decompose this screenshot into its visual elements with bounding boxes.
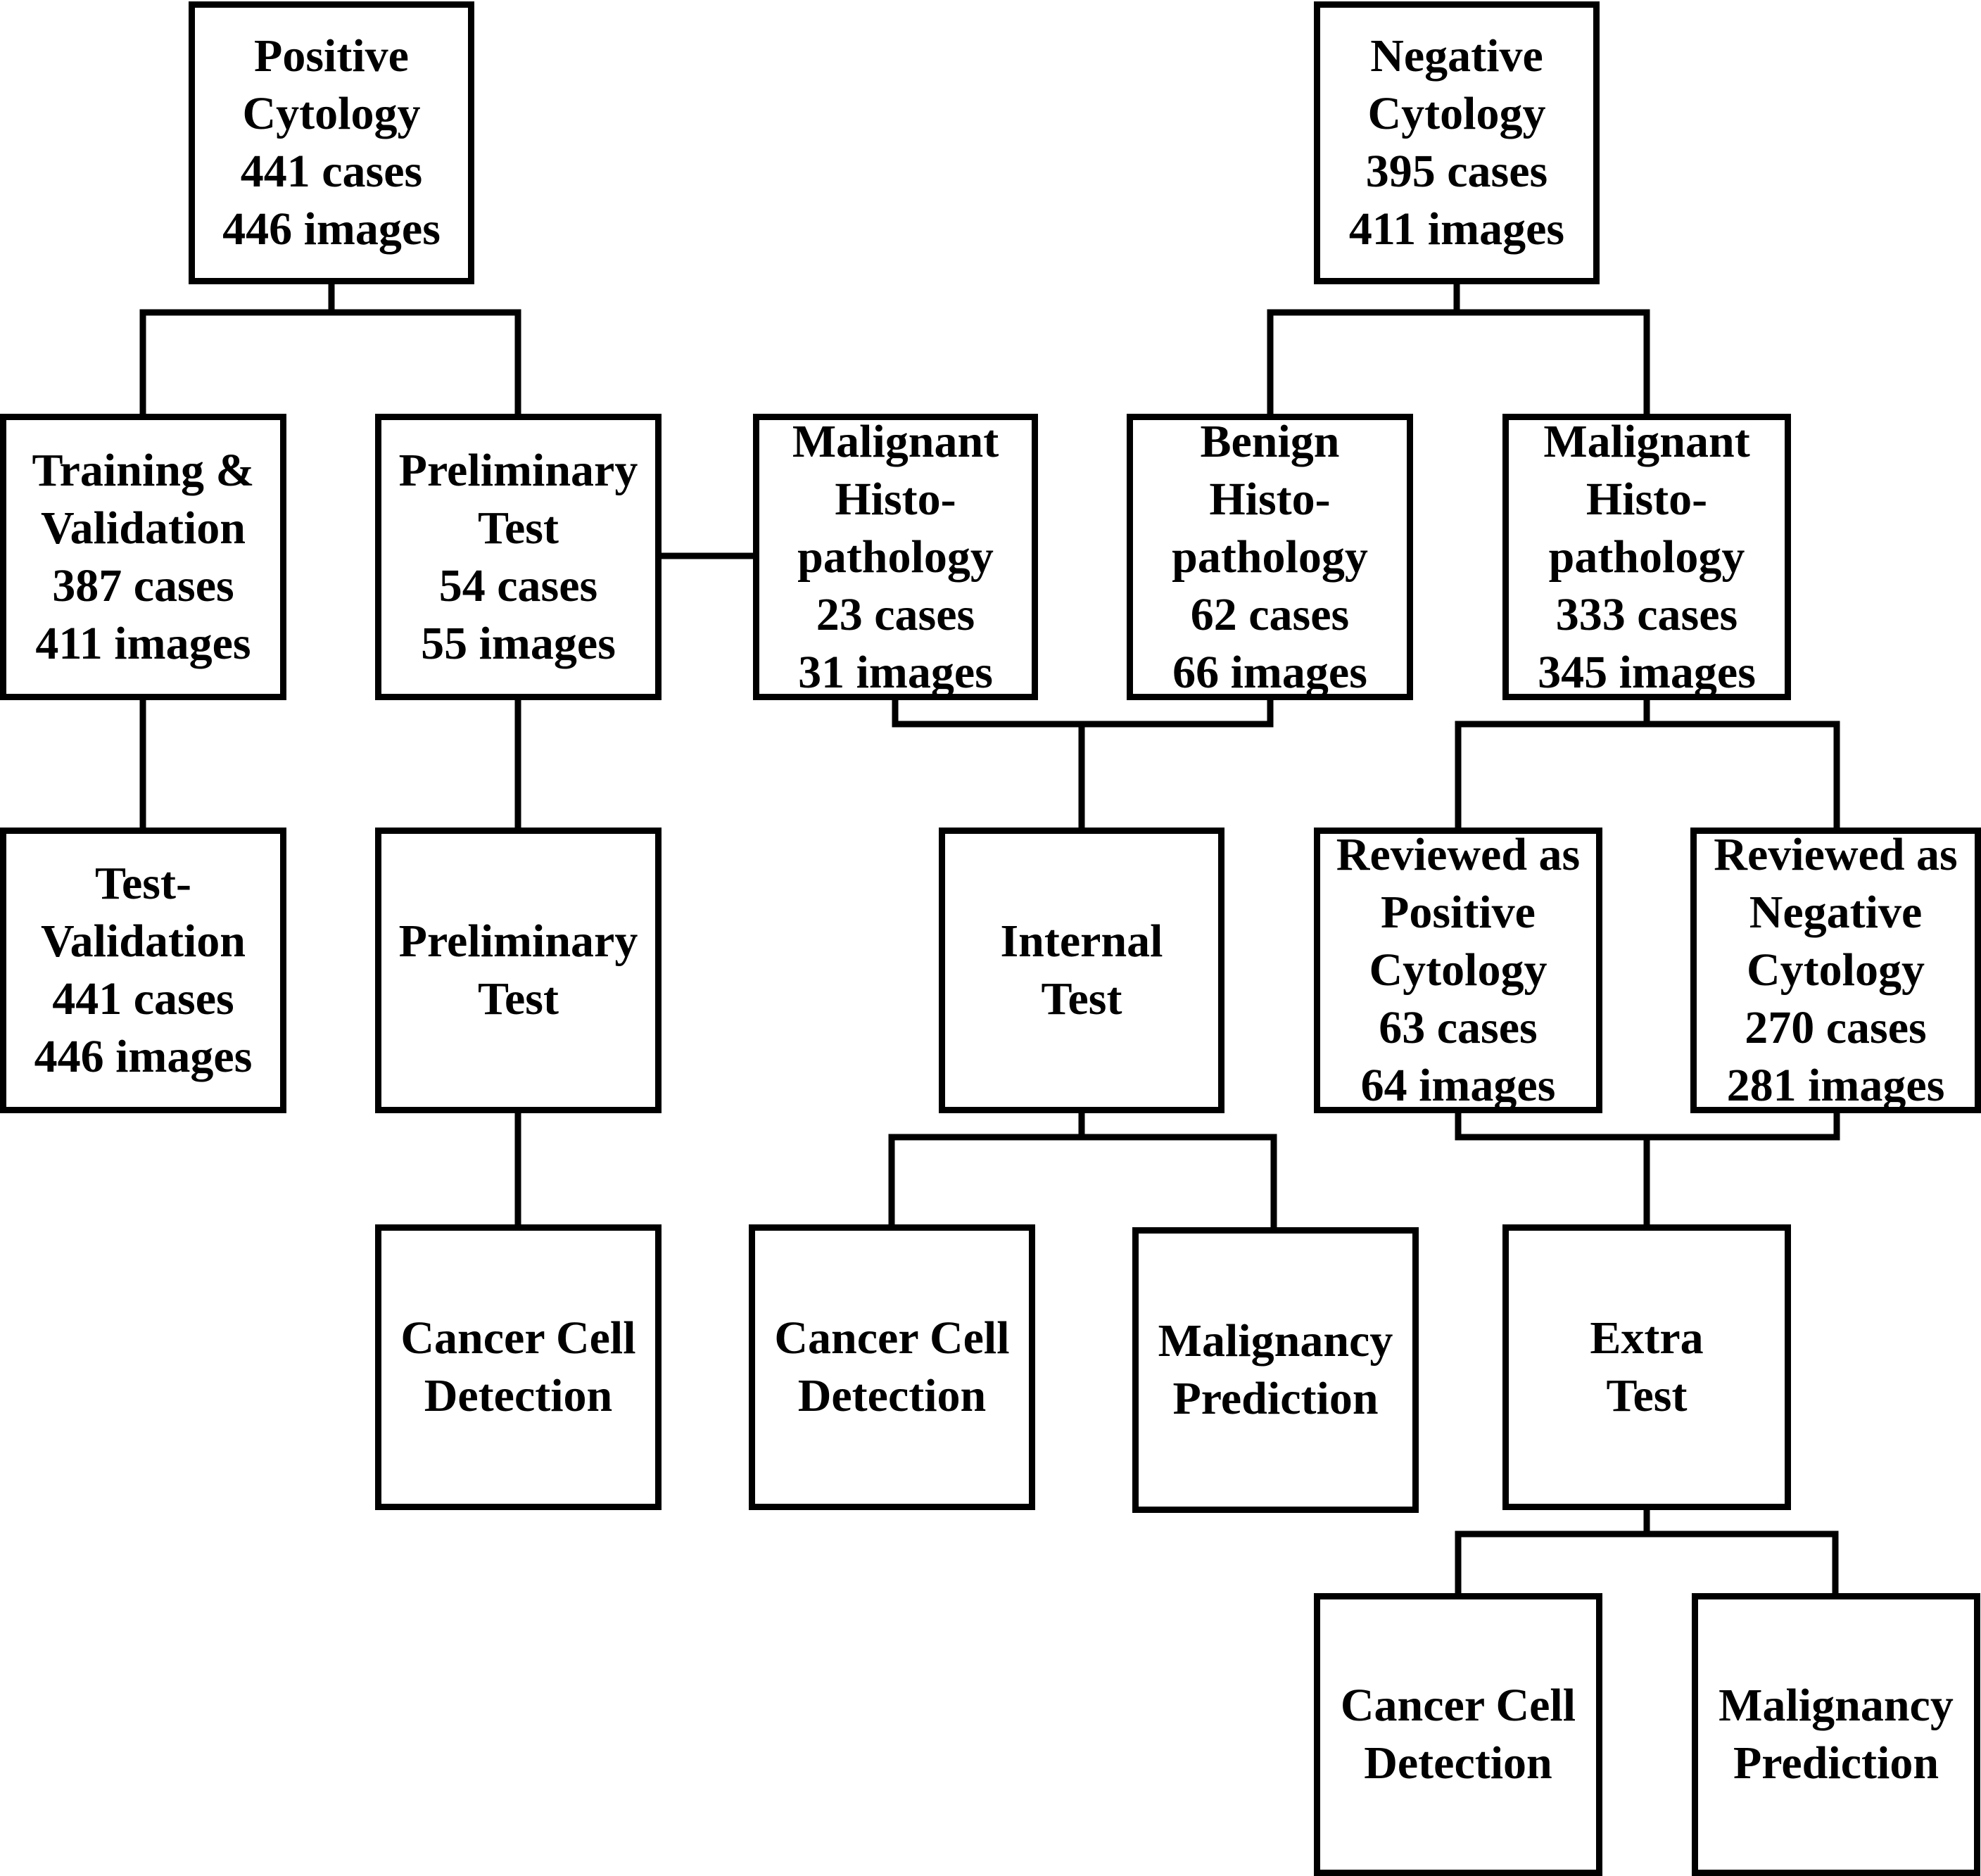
node-label-line: Validation [40, 915, 246, 967]
node-label-line: Positive [1381, 887, 1536, 938]
node-label-line: 333 cases [1555, 588, 1738, 640]
node-label-line: pathology [797, 531, 994, 583]
node-label-line: Extra [1590, 1312, 1704, 1364]
node-label-line: Cytology [1367, 88, 1546, 139]
node-label-line: Detection [424, 1370, 613, 1421]
node-label-line: Test [478, 973, 559, 1025]
connector-negative-cytology-split [1267, 278, 1650, 417]
node-label-line: 64 images [1360, 1060, 1556, 1111]
node-label-line: 54 cases [438, 559, 598, 611]
node-label-line: Cytology [242, 88, 421, 139]
node-label-line: Test [1606, 1370, 1688, 1421]
node-label-line: 446 images [222, 203, 441, 255]
node-label-line: 63 cases [1379, 1002, 1538, 1053]
node-label-line: 23 cases [816, 588, 975, 640]
node-label-line: 411 images [1348, 203, 1565, 255]
node-label-line: pathology [1172, 531, 1368, 583]
connector-histo-to-internal-test [892, 694, 1274, 831]
node-label-line: Preliminary [398, 444, 638, 496]
node-label-line: Histo- [1586, 473, 1708, 525]
node-label-line: 441 cases [240, 146, 423, 197]
node-label-line: Test [478, 502, 559, 554]
node-label-line: Validation [40, 502, 246, 554]
node-label-line: Cancer Cell [1340, 1680, 1576, 1731]
node-label-line: Reviewed as [1714, 829, 1958, 880]
node-label-line: Negative [1370, 30, 1543, 82]
node-label-line: Positive [254, 30, 409, 82]
connector-malignant-histo-split [1455, 694, 1840, 831]
node-label-line: Negative [1749, 887, 1923, 938]
node-label-line: Histo- [835, 473, 956, 525]
node-label-line: 395 cases [1365, 146, 1548, 197]
node-label-line: Test [1041, 973, 1122, 1025]
node-label-line: Cytology [1747, 944, 1925, 996]
connector-reviewed-to-extra-test [1455, 1107, 1840, 1228]
node-label-line: Reviewed as [1336, 829, 1581, 880]
node-label-line: Detection [797, 1370, 987, 1421]
node-label-line: Detection [1364, 1737, 1552, 1789]
node-label-line: 387 cases [52, 559, 234, 611]
node-label-line: Preliminary [398, 915, 638, 967]
node-label-line: Prediction [1733, 1737, 1939, 1789]
node-label-line: 411 images [35, 617, 251, 669]
node-label-line: 270 cases [1745, 1002, 1927, 1053]
node-label-line: Internal [1000, 915, 1163, 967]
node-label-line: 55 images [421, 617, 616, 669]
connector-internal-test-split [888, 1107, 1277, 1231]
node-label-line: Prediction [1172, 1373, 1379, 1424]
node-label-line: Malignancy [1158, 1315, 1393, 1367]
node-label-line: Malignant [1543, 415, 1750, 467]
node-label-line: 441 cases [52, 973, 234, 1025]
test-validation-box: Test- Validation 441 cases 446 images [0, 828, 286, 1113]
node-label-line: Cytology [1369, 944, 1548, 996]
node-label-line: 62 cases [1190, 588, 1350, 640]
node-label-line: Test- [95, 858, 191, 909]
node-label-line: Malignancy [1719, 1680, 1954, 1731]
node-label-line: Cancer Cell [774, 1312, 1010, 1364]
node-label-line: 66 images [1172, 646, 1367, 698]
node-label-line: Malignant [792, 415, 999, 467]
node-label-line: Cancer Cell [400, 1312, 636, 1364]
node-label-line: Histo- [1209, 473, 1331, 525]
node-label-line: Training & [32, 444, 255, 496]
connector-positive-cytology-split [139, 278, 521, 417]
connector-extra-test-split [1455, 1504, 1839, 1597]
node-label-line: pathology [1548, 531, 1745, 583]
node-label-line: 281 images [1726, 1060, 1945, 1111]
node-label-line: 31 images [798, 646, 993, 698]
node-label-line: 446 images [34, 1031, 253, 1082]
node-label-line: 345 images [1538, 646, 1756, 698]
node-label-line: Benign [1200, 415, 1340, 467]
